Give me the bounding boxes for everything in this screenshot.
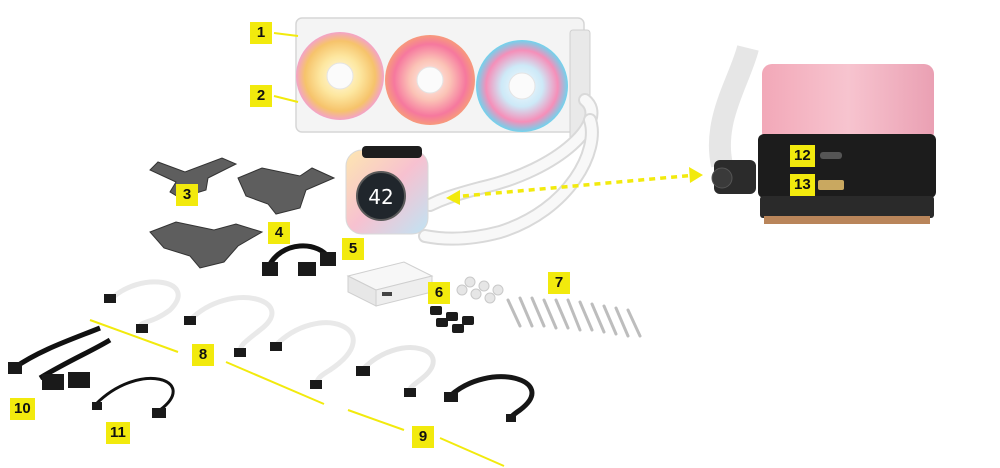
fan-left: [296, 32, 384, 120]
callout-4: 4: [268, 222, 290, 244]
pump-head: 42: [345, 146, 429, 235]
callout-10: 10: [10, 398, 35, 420]
callout-12: 12: [790, 145, 815, 167]
fan-middle: [385, 35, 475, 125]
mounting-brackets: [149, 157, 336, 269]
zoom-arrow: [446, 167, 703, 205]
callout-5: 5: [342, 238, 364, 260]
callout-2: 2: [250, 85, 272, 107]
callout-1: 1: [250, 22, 272, 44]
callout-7: 7: [548, 272, 570, 294]
splitter-cable-10: [8, 325, 112, 390]
screws-set: [506, 296, 642, 338]
white-cables-8: [108, 279, 356, 385]
white-cable-plugs: [104, 294, 322, 389]
usb-port: [818, 180, 844, 190]
accessory-caps: [430, 276, 504, 333]
cables-9-plugs: [356, 366, 516, 422]
callout-6: 6: [428, 282, 450, 304]
pump-lcd: [356, 171, 406, 221]
callout-3: 3: [176, 184, 198, 206]
callout-9: 9: [412, 426, 434, 448]
coolant-tubes: [418, 93, 599, 246]
cable-4: [262, 243, 336, 276]
radiator-assembly: [295, 17, 591, 141]
fan-right: [476, 40, 568, 132]
callout-11: 11: [106, 422, 130, 444]
leader-lines: [89, 32, 505, 467]
hub-box: [346, 261, 434, 307]
callout-8: 8: [192, 344, 214, 366]
cable-11: [92, 376, 175, 418]
pump-lcd-value: 42: [368, 185, 393, 209]
usb-c-port: [820, 152, 842, 159]
callout-13: 13: [790, 174, 815, 196]
